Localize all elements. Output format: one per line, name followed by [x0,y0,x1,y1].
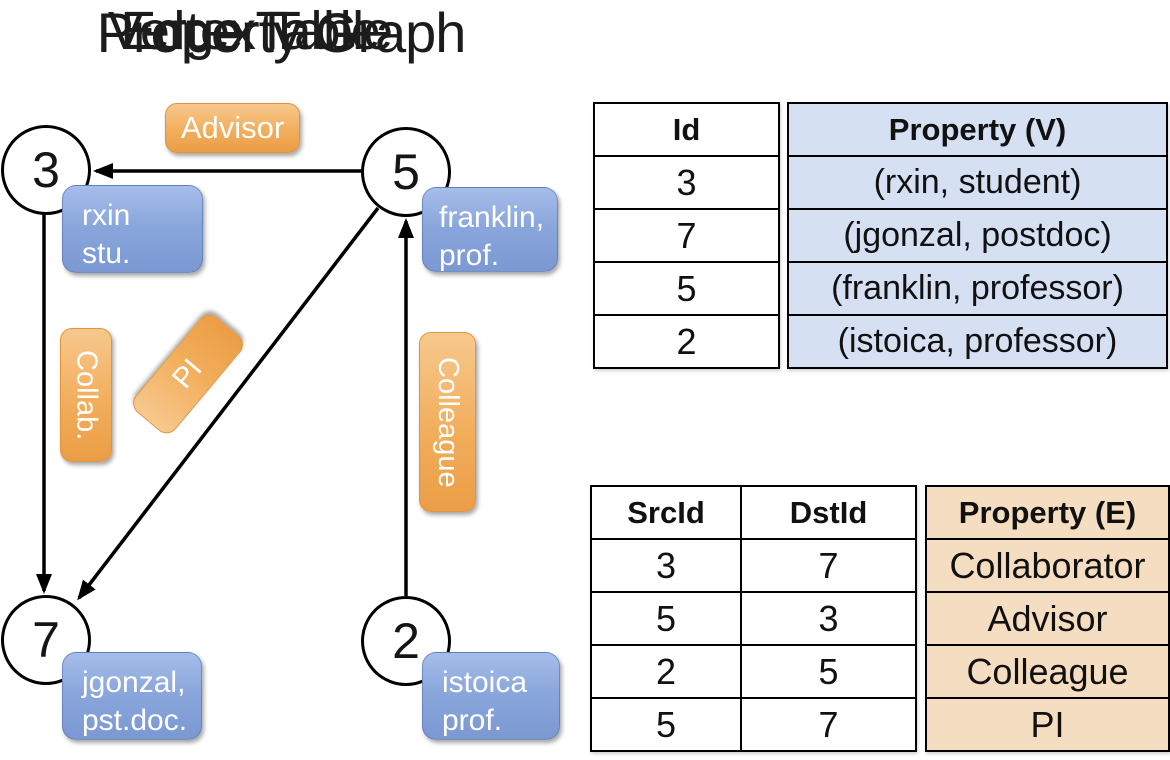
property-line: rxin [82,199,131,232]
property-line: jgonzal, [82,666,186,699]
edge-srcid-cell: 3 [590,538,742,593]
table-row: Colleague [925,644,1170,699]
vertex-property-cell: (franklin, professor) [787,261,1168,316]
edge-property-subtable: Property (E) Collaborator Advisor Collea… [925,485,1170,752]
edge-label-advisor: Advisor [165,103,300,153]
edge-property-cell: Advisor [925,591,1170,646]
edge-dstid-cell: 7 [740,538,917,593]
property-line: pst.doc. [82,704,188,737]
vertex-property-cell: (istoica, professor) [787,314,1168,369]
property-line: franklin, [439,201,545,234]
table-row: Collaborator [925,538,1170,593]
table-row: PI [925,697,1170,752]
property-line: prof. [439,239,500,272]
edge-col-property: Property (E) [925,485,1170,540]
vertex-id-subtable: Id 3 7 5 2 [593,102,780,369]
edge-label-text: Colleague [432,356,464,488]
edge-srcid-cell: 5 [590,697,742,752]
vertex-property-subtable: Property (V) (rxin, student) (jgonzal, p… [787,102,1168,369]
table-row: 2 5 [590,644,917,699]
edge-col-srcid: SrcId [590,485,742,540]
edge-table: SrcId DstId 3 7 5 3 2 5 5 7 Property (E) [590,485,1170,752]
edge-table-title: Edge Table [120,1,380,61]
node-id-label: 7 [32,612,60,668]
property-graph-diagram: 3 5 7 2 Advisor Collab. [1,103,560,740]
node-property-box-7: jgonzal, pst.doc. [62,652,202,740]
node-property-box-3: rxin stu. [62,185,203,273]
property-line: stu. [82,237,131,270]
graph-node-5: 5 [361,127,451,217]
vertex-id-cell: 7 [593,208,780,263]
node-property-box-5: franklin, prof. [422,187,558,272]
vertex-id-cell: 2 [593,314,780,369]
property-line: prof. [442,704,503,737]
edge-label-colleague: Colleague [419,332,476,512]
node-id-label: 3 [32,142,60,198]
vertex-col-property: Property (V) [787,102,1168,157]
vertex-col-id: Id [593,102,780,157]
vertex-property-cell: (rxin, student) [787,155,1168,210]
node-id-label: 5 [392,144,420,200]
edge-srcid-cell: 5 [590,591,742,646]
vertex-property-cell: (jgonzal, postdoc) [787,208,1168,263]
edge-property-cell: Colleague [925,644,1170,699]
edge-label-text: Collab. [70,349,103,441]
table-row: Advisor [925,591,1170,646]
vertex-table: Id 3 7 5 2 Property (V) (rxin, student) … [593,102,1168,369]
table-row: 5 7 [590,697,917,752]
table-header-row: SrcId DstId [590,485,917,540]
edge-label-pi: PI [128,309,248,439]
table-row: 2 [593,314,780,369]
table-header-row: Id [593,102,780,157]
vertex-id-cell: 3 [593,155,780,210]
vertex-id-cell: 5 [593,261,780,316]
table-row: (rxin, student) [787,155,1168,210]
node-property-box-2: istoica prof. [422,652,560,740]
table-row: 5 [593,261,780,316]
table-row: 3 7 [590,538,917,593]
edge-ids-subtable: SrcId DstId 3 7 5 3 2 5 5 7 [590,485,917,752]
edge-dstid-cell: 5 [740,644,917,699]
edge-srcid-cell: 2 [590,644,742,699]
table-row: (jgonzal, postdoc) [787,208,1168,263]
edge-property-cell: PI [925,697,1170,752]
table-header-row: Property (V) [787,102,1168,157]
edge-label-collab: Collab. [60,328,112,462]
table-row: 7 [593,208,780,263]
table-row: (istoica, professor) [787,314,1168,369]
edge-label-text: Advisor [180,110,285,145]
edge-label-text: PI [166,352,209,395]
edge-col-dstid: DstId [740,485,917,540]
property-graph-title: Property Graph [96,1,467,64]
table-row: 3 [593,155,780,210]
node-id-label: 2 [392,613,420,669]
vertex-table-title: Vertex Table [107,1,393,61]
property-line: istoica [442,666,528,699]
edge-property-cell: Collaborator [925,538,1170,593]
edge-dstid-cell: 3 [740,591,917,646]
edge-dstid-cell: 7 [740,697,917,752]
table-header-row: Property (E) [925,485,1170,540]
table-row: (franklin, professor) [787,261,1168,316]
table-row: 5 3 [590,591,917,646]
